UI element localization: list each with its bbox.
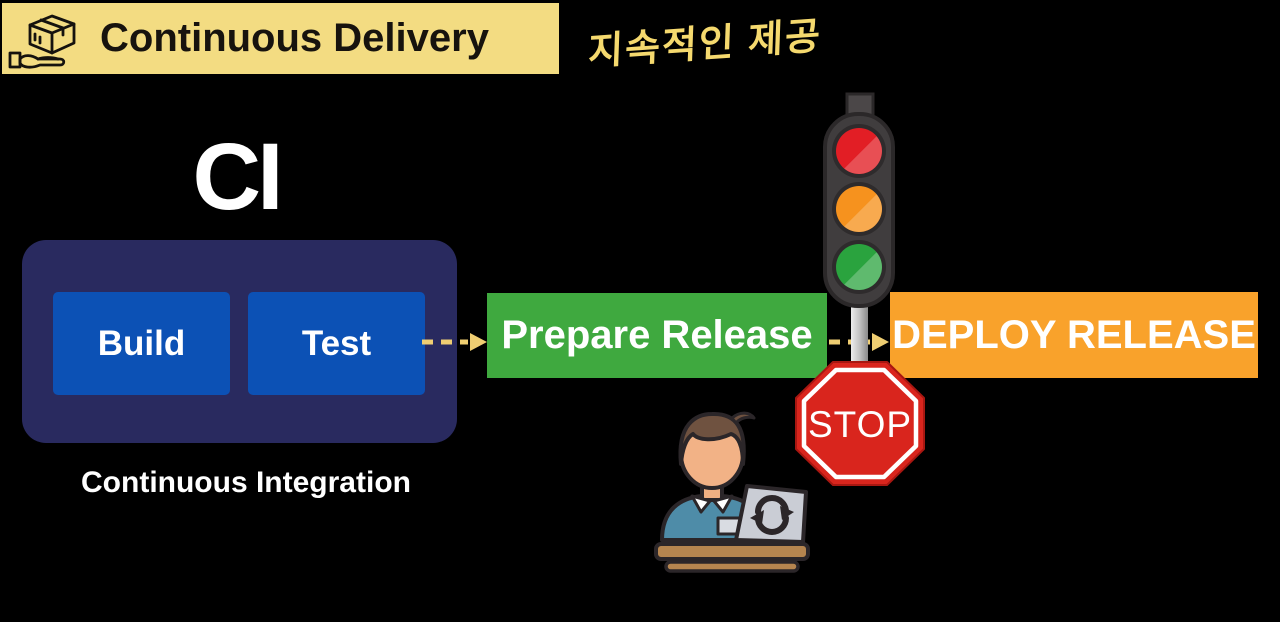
ci-caption: Continuous Integration: [81, 466, 411, 499]
korean-caption: 지속적인 제공: [587, 15, 823, 74]
ci-container: Build Test: [22, 240, 457, 443]
developer-at-laptop-icon: [654, 411, 810, 573]
stop-sign-icon: STOP: [795, 361, 925, 486]
ci-heading: CI: [192, 124, 284, 230]
dashed-arrow-prepare-to-deploy: [829, 333, 889, 351]
test-step-label: Test: [301, 323, 372, 363]
package-delivery-icon: [8, 14, 76, 69]
build-step-box: Build: [53, 292, 230, 395]
build-step-label: Build: [97, 323, 186, 363]
title-banner: Continuous Delivery: [2, 3, 559, 74]
amber-light: [836, 186, 882, 232]
prepare-release-label: Prepare Release: [501, 313, 813, 357]
deploy-release-label: DEPLOY RELEASE: [892, 312, 1256, 357]
deploy-release-box: DEPLOY RELEASE: [890, 292, 1258, 378]
test-step-box: Test: [248, 292, 425, 395]
stop-sign-label: STOP: [808, 404, 912, 445]
sync-icon: [750, 495, 794, 535]
prepare-release-box: Prepare Release: [487, 293, 827, 378]
banner-title: Continuous Delivery: [100, 16, 489, 60]
green-light: [836, 244, 882, 290]
traffic-light-icon: [823, 92, 895, 484]
red-light: [836, 128, 882, 174]
desk: [654, 542, 810, 561]
dashed-arrow-ci-to-prepare: [422, 333, 487, 351]
hair: [678, 411, 746, 466]
